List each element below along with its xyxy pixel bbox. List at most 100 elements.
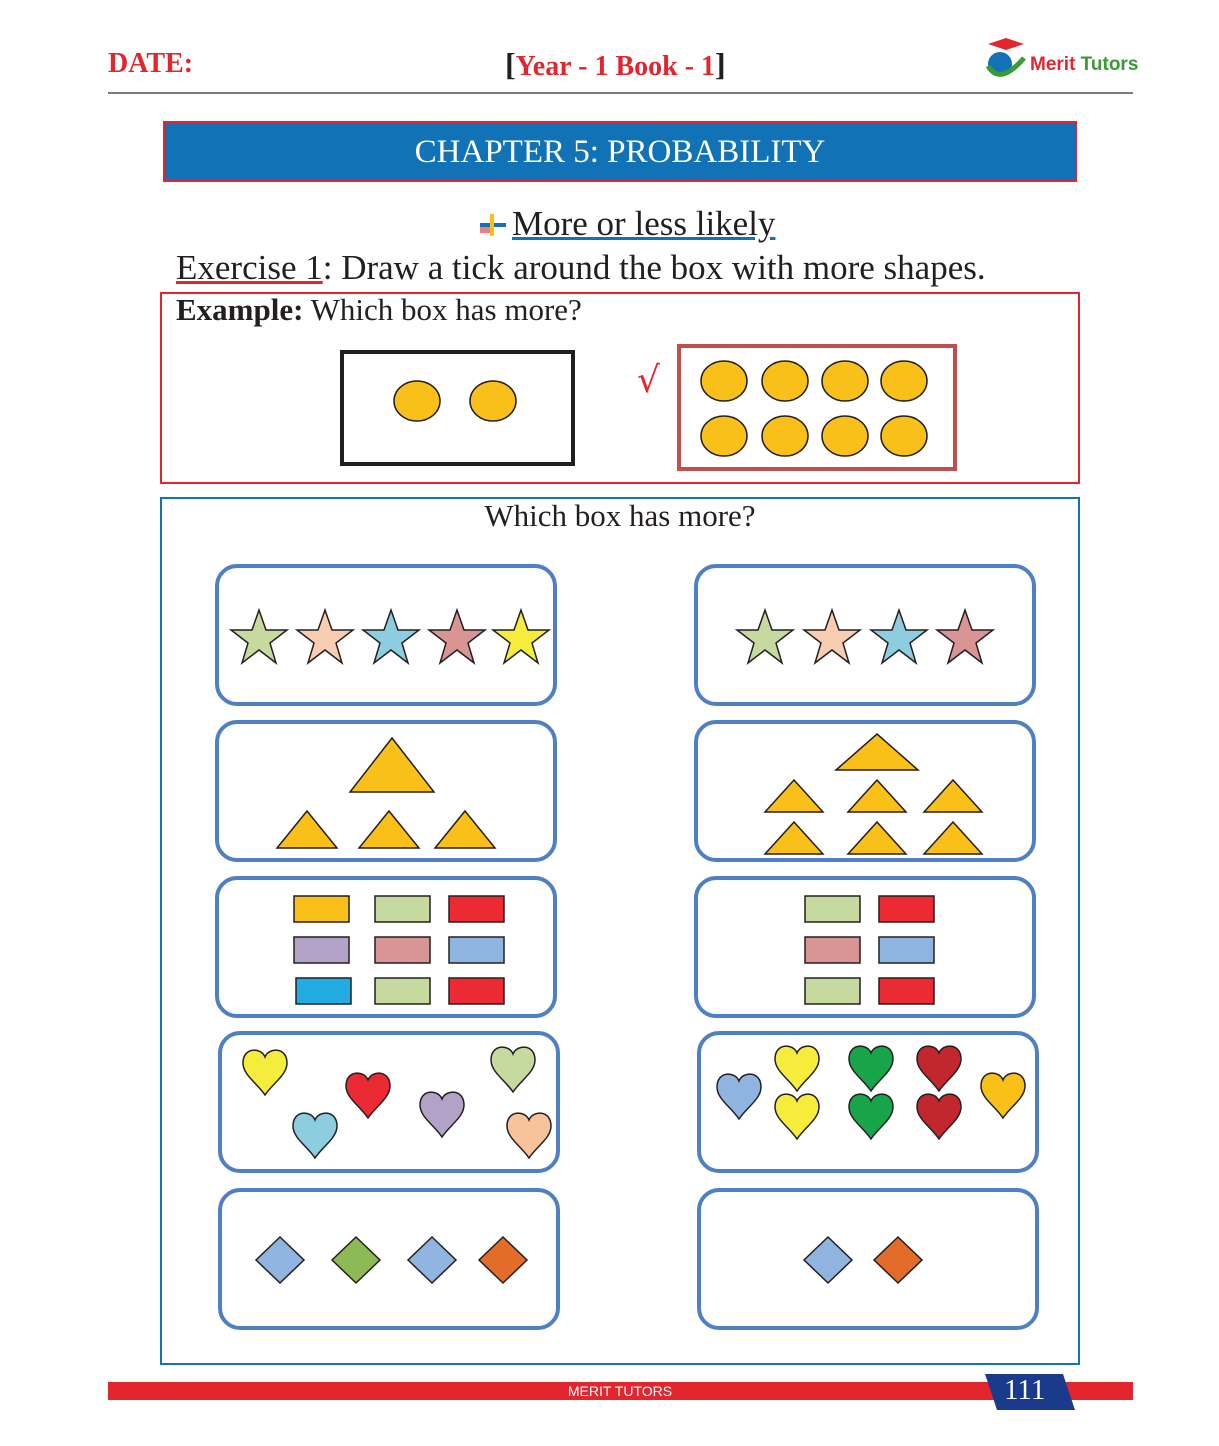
triangle-shape	[275, 809, 339, 849]
triangle-shape	[846, 820, 908, 855]
diamond-shape	[254, 1235, 306, 1285]
diamond-shape	[802, 1235, 854, 1285]
book-label: [Year - 1 Book - 1]	[505, 46, 726, 83]
heart-shape	[716, 1073, 762, 1120]
exercise-instruction: Exercise 1: Draw a tick around the box w…	[176, 248, 986, 288]
merit-tutors-logo	[985, 38, 1026, 77]
example-prompt-text: Which box has more?	[303, 292, 582, 327]
exercise-label: Exercise 1	[176, 248, 323, 287]
star-shape	[294, 607, 356, 666]
triangle-shape	[834, 733, 920, 771]
heart-shape	[774, 1045, 820, 1092]
diamond-shape	[330, 1235, 382, 1285]
check-swoosh-icon	[985, 56, 1026, 77]
date-label: DATE:	[108, 48, 194, 79]
exercise-prompt: Which box has more?	[484, 498, 756, 533]
circle-shape	[393, 380, 441, 422]
footer-brand: MERIT TUTORS	[567, 1383, 673, 1399]
diamond-shape	[477, 1235, 529, 1285]
example-right-box[interactable]	[677, 344, 959, 472]
rectangle-shape	[804, 895, 861, 923]
heart-shape	[980, 1072, 1026, 1119]
circle-shape	[469, 380, 517, 422]
grad-cap-icon	[988, 38, 1024, 50]
triangle-shape	[922, 778, 984, 813]
star-shape	[734, 607, 796, 666]
star-shape	[868, 607, 930, 666]
footer-bar	[108, 1382, 1133, 1400]
logo-text-tutors: Tutors	[1075, 54, 1139, 75]
exercise-text: : Draw a tick around the box with more s…	[322, 248, 986, 287]
bracket-close: ]	[715, 46, 726, 82]
heart-shape	[916, 1045, 962, 1092]
heart-shape	[916, 1093, 962, 1140]
heart-shape	[242, 1049, 288, 1096]
rectangle-shape	[448, 977, 505, 1005]
diamond-box-right[interactable]	[697, 1188, 1039, 1330]
triangle-shape	[357, 809, 421, 849]
heart-shape	[345, 1072, 391, 1119]
bracket-open: [	[505, 46, 516, 82]
circle-shape	[880, 360, 928, 402]
circle-shape	[700, 415, 748, 457]
circle-shape	[821, 415, 869, 457]
book-label-text: Year - 1 Book - 1	[515, 51, 716, 82]
exercise-box	[160, 497, 1080, 1365]
rectangle-shape	[878, 936, 935, 964]
diamond-shape	[406, 1235, 458, 1285]
star-shape	[228, 607, 290, 666]
example-bold-label: Example:	[176, 292, 304, 327]
triangle-shape	[846, 778, 908, 813]
rectangle-shape	[448, 936, 505, 964]
triangle-shape	[922, 820, 984, 855]
star-box-right[interactable]	[694, 564, 1036, 706]
bullet-plus-icon	[480, 214, 506, 236]
rectangle-box-left[interactable]	[215, 876, 557, 1018]
tick-mark: √	[637, 360, 660, 401]
rectangle-shape	[878, 977, 935, 1005]
circle-shape	[761, 415, 809, 457]
triangle-box-right[interactable]	[694, 720, 1036, 862]
star-box-left[interactable]	[215, 564, 557, 706]
heart-box-right[interactable]	[697, 1031, 1039, 1173]
rectangle-shape	[804, 936, 861, 964]
rectangle-shape	[374, 977, 431, 1005]
diamond-shape	[872, 1235, 924, 1285]
rectangle-shape	[295, 977, 352, 1005]
star-shape	[426, 607, 488, 666]
chapter-banner: CHAPTER 5: PROBABILITY	[163, 121, 1077, 182]
star-shape	[801, 607, 863, 666]
circle-shape	[761, 360, 809, 402]
star-shape	[934, 607, 996, 666]
example-box	[160, 292, 1080, 484]
lesson-title: More or less likely	[478, 204, 775, 244]
circle-shape	[700, 360, 748, 402]
page-number: 111	[1004, 1374, 1046, 1406]
rectangle-shape	[804, 977, 861, 1005]
rectangle-shape	[374, 895, 431, 923]
logo-text: Merit Tutors	[1030, 54, 1138, 76]
triangle-box-left[interactable]	[215, 720, 557, 862]
heart-box-left[interactable]	[218, 1031, 560, 1173]
triangle-shape	[433, 809, 497, 849]
rectangle-shape	[374, 936, 431, 964]
heart-shape	[848, 1093, 894, 1140]
example-left-box[interactable]	[340, 350, 576, 466]
page-number-tab	[985, 1374, 1075, 1410]
heart-shape	[292, 1112, 338, 1159]
rectangle-shape	[293, 895, 350, 923]
heart-shape	[419, 1091, 465, 1138]
diamond-box-left[interactable]	[218, 1188, 560, 1330]
star-shape	[360, 607, 422, 666]
heart-shape	[848, 1045, 894, 1092]
rectangle-shape	[448, 895, 505, 923]
header-divider	[108, 92, 1133, 94]
heart-shape	[774, 1093, 820, 1140]
star-shape	[490, 607, 552, 666]
circle-shape	[880, 415, 928, 457]
heart-shape	[490, 1046, 536, 1093]
triangle-shape	[348, 736, 436, 793]
rectangle-shape	[293, 936, 350, 964]
triangle-shape	[763, 820, 825, 855]
rectangle-box-right[interactable]	[694, 876, 1036, 1018]
